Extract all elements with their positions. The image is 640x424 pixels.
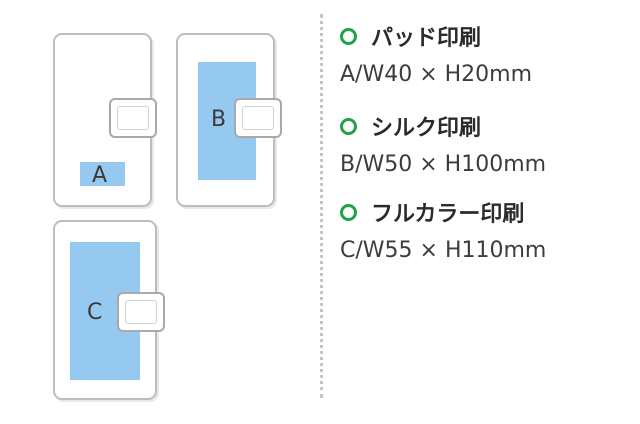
print-area-b-label: B [211, 107, 227, 132]
print-method-pad: パッド印刷 [340, 20, 481, 52]
case-a-clasp [109, 98, 157, 138]
case-diagram-c: C [53, 220, 165, 400]
ring-bullet-icon [340, 117, 357, 135]
print-size-a: A/W40 × H20mm [340, 62, 533, 87]
print-area-a-label: A [92, 163, 108, 188]
print-method-fullcolor-name: フルカラー印刷 [371, 202, 525, 227]
print-area-a [80, 162, 125, 186]
print-area-c-label: C [87, 300, 103, 325]
case-b-clasp [234, 98, 282, 138]
case-diagram-a: A [53, 33, 157, 207]
print-method-pad-name: パッド印刷 [371, 26, 482, 51]
print-method-fullcolor: フルカラー印刷 [340, 196, 524, 228]
ring-bullet-icon [340, 27, 357, 45]
print-method-silk-name: シルク印刷 [371, 116, 482, 141]
print-method-silk: シルク印刷 [340, 110, 481, 142]
case-diagram-b: B [176, 33, 282, 207]
ring-bullet-icon [340, 203, 357, 221]
print-size-c: C/W55 × H110mm [340, 238, 547, 263]
section-divider [320, 14, 323, 398]
case-c-clasp [117, 292, 165, 332]
print-size-b: B/W50 × H100mm [340, 152, 547, 177]
